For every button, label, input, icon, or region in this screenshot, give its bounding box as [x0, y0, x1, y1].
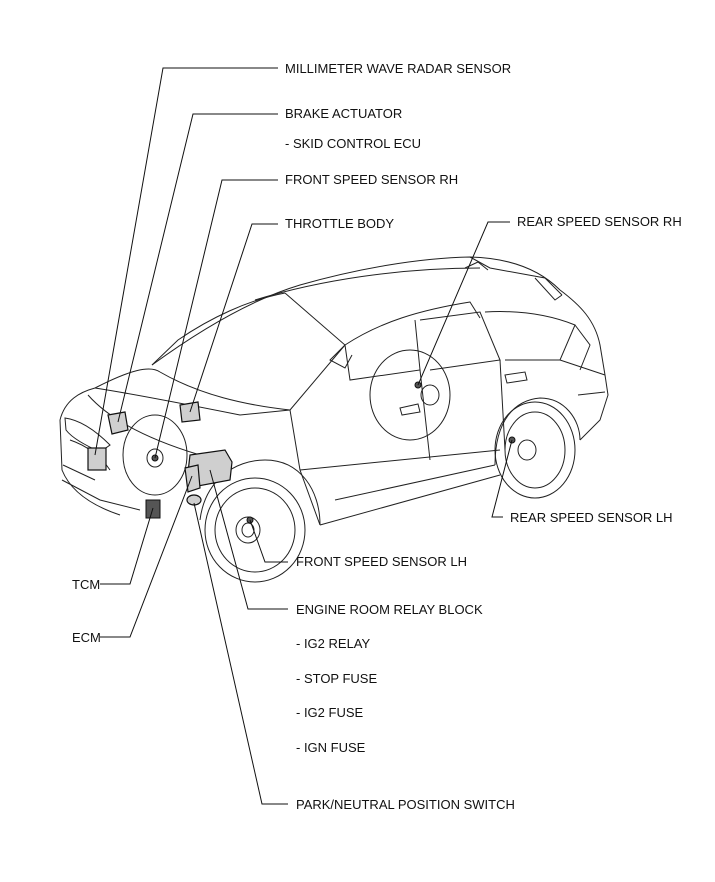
label-throttle-body: THROTTLE BODY — [285, 216, 395, 231]
brake-actuator-part — [107, 411, 129, 435]
car-outline — [59, 256, 609, 583]
label-front-speed-sensor-lh: FRONT SPEED SENSOR LH — [296, 554, 467, 569]
label-ig2-relay: - IG2 RELAY — [296, 636, 371, 651]
components — [87, 381, 516, 524]
radar-sensor-part — [87, 447, 107, 471]
label-millimeter-wave-radar-sensor: MILLIMETER WAVE RADAR SENSOR — [285, 61, 512, 76]
label-ecm: ECM — [72, 630, 101, 645]
label-engine-room-relay-block: ENGINE ROOM RELAY BLOCK — [296, 602, 483, 617]
label-rear-speed-sensor-lh: REAR SPEED SENSOR LH — [510, 510, 673, 525]
label-skid-control-ecu: - SKID CONTROL ECU — [285, 136, 422, 151]
label-stop-fuse: - STOP FUSE — [296, 671, 378, 686]
leader-lines — [94, 67, 513, 805]
label-brake-actuator: BRAKE ACTUATOR — [285, 106, 403, 121]
label-ign-fuse: - IGN FUSE — [296, 740, 366, 755]
label-rear-speed-sensor-rh: REAR SPEED SENSOR RH — [517, 214, 682, 229]
label-tcm: TCM — [72, 577, 101, 592]
label-park-neutral-position-switch: PARK/NEUTRAL POSITION SWITCH — [296, 797, 515, 812]
label-front-speed-sensor-rh: FRONT SPEED SENSOR RH — [285, 172, 459, 187]
label-ig2-fuse: - IG2 FUSE — [296, 705, 364, 720]
